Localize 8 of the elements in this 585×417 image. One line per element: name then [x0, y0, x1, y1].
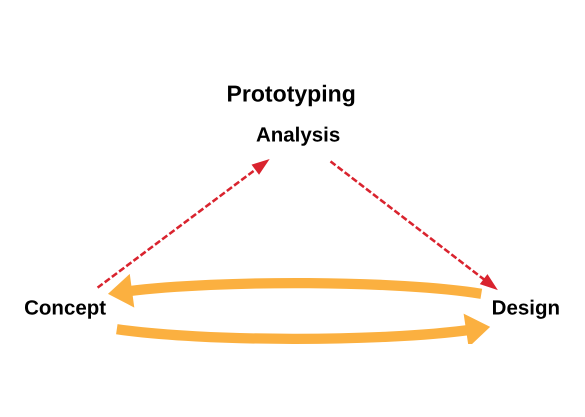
- node-text: Analysis: [256, 123, 340, 146]
- arrow: [96, 158, 270, 288]
- node-text: Concept: [24, 296, 106, 320]
- arrow: [108, 273, 482, 308]
- diagram-title: Prototyping: [226, 80, 356, 106]
- arrow: [116, 313, 490, 344]
- node-text: Design: [492, 296, 560, 320]
- arrow: [330, 160, 498, 290]
